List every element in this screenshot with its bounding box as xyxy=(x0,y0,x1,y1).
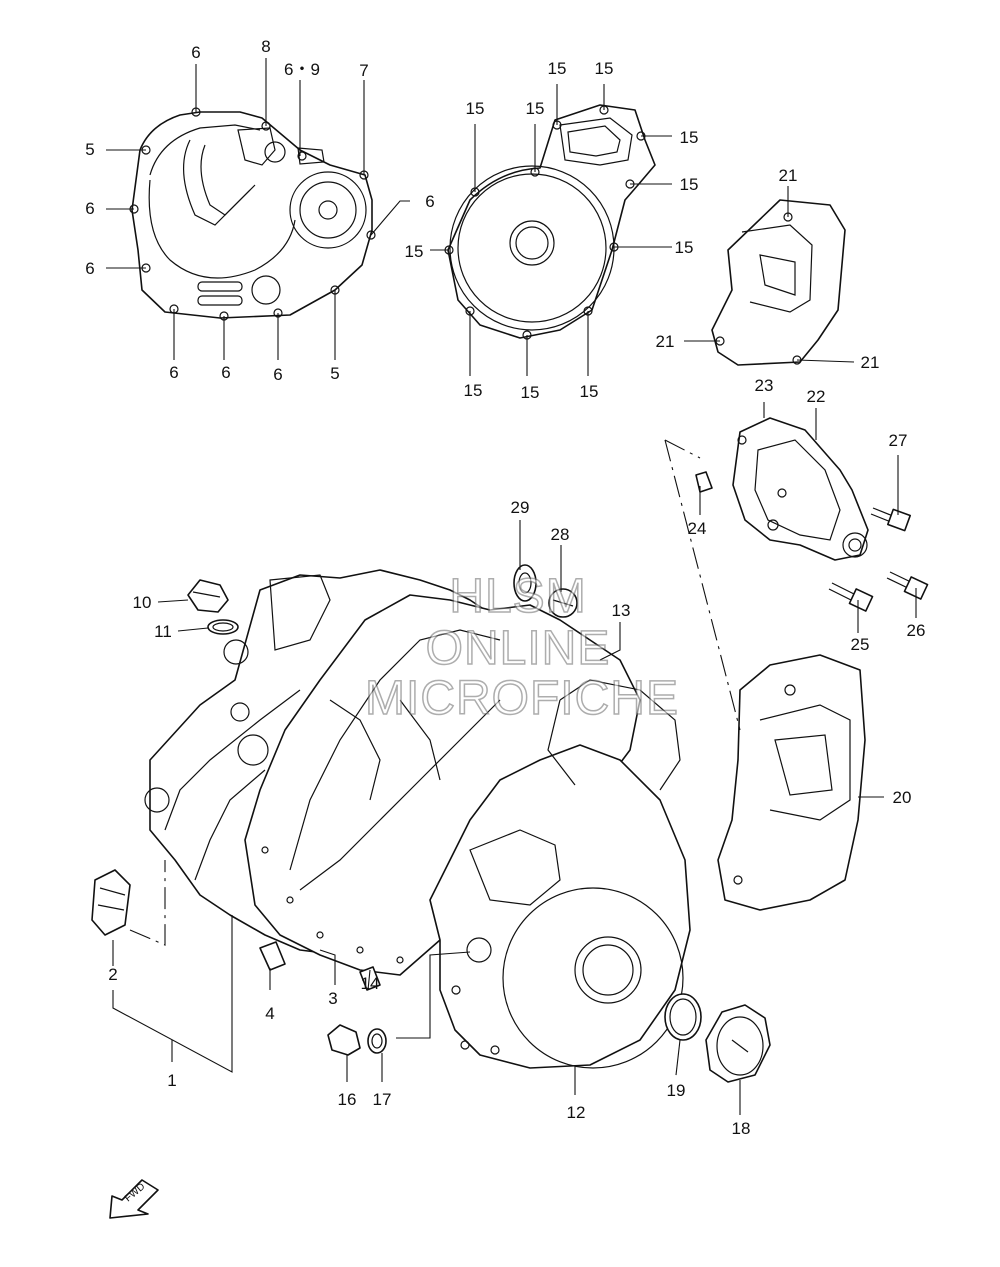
callout-c16: 16 xyxy=(338,1090,357,1109)
dowel-4 xyxy=(259,941,286,971)
dowel-24 xyxy=(695,471,713,493)
watermark-line-3: MICROFICHE xyxy=(365,672,679,725)
callout-c5a: 5 xyxy=(85,140,94,159)
callout-c21c: 21 xyxy=(861,353,880,372)
callout-c28: 28 xyxy=(551,525,570,544)
callout-c20: 20 xyxy=(893,788,912,807)
o-ring-11 xyxy=(207,619,239,635)
washer-17 xyxy=(367,1028,387,1054)
generator-case xyxy=(429,679,691,1069)
callout-c17: 17 xyxy=(373,1090,392,1109)
dowel-14 xyxy=(359,966,381,991)
callout-c15e: 15 xyxy=(680,128,699,147)
callout-c5b: 5 xyxy=(330,364,339,383)
sprocket-cover-lower xyxy=(717,654,866,911)
oil-filler-cap-10 xyxy=(187,579,229,613)
generator-cover xyxy=(444,104,656,340)
o-ring-19 xyxy=(664,993,702,1041)
callout-c6e: 6 xyxy=(169,363,178,382)
leader-lines xyxy=(106,58,917,1115)
callout-c3: 3 xyxy=(328,989,337,1008)
callout-c15b: 15 xyxy=(526,99,545,118)
callout-c6g: 6 xyxy=(273,365,282,384)
callout-c15j: 15 xyxy=(521,383,540,402)
callout-c10: 10 xyxy=(133,593,152,612)
callout-c14: 14 xyxy=(361,974,380,993)
callout-c18: 18 xyxy=(732,1119,751,1138)
callout-c15d: 15 xyxy=(595,59,614,78)
callout-c15f: 15 xyxy=(680,175,699,194)
plug-29 xyxy=(513,564,537,602)
watermark-line-2: ONLINE xyxy=(426,622,611,675)
callout-c25: 25 xyxy=(851,635,870,654)
crankcase-right xyxy=(244,594,641,976)
callout-c2: 2 xyxy=(108,965,117,984)
watermark: HLSM ONLINE MICROFICHE xyxy=(364,569,679,726)
callout-c26: 26 xyxy=(907,621,926,640)
callout-c22: 22 xyxy=(807,387,826,406)
callout-c15c: 15 xyxy=(548,59,567,78)
callout-c27: 27 xyxy=(889,431,908,450)
callout-c6f: 6 xyxy=(221,363,230,382)
callout-c23: 23 xyxy=(755,376,774,395)
callout-c1: 1 xyxy=(167,1071,176,1090)
callout-c4: 4 xyxy=(265,1004,274,1023)
bolt-25 xyxy=(828,582,874,612)
plug-28 xyxy=(548,588,578,618)
watermark-line-1: HLSM xyxy=(449,570,586,623)
callout-c15h: 15 xyxy=(405,242,424,261)
bolt-16 xyxy=(327,1024,361,1056)
callout-c6c: 6 xyxy=(85,259,94,278)
callout-c21a: 21 xyxy=(779,166,798,185)
callout-c15a: 15 xyxy=(466,99,485,118)
callout-c7: 7 xyxy=(359,61,368,80)
callout-c21b: 21 xyxy=(656,332,675,351)
plug-2 xyxy=(91,869,131,936)
callout-c6b: 6 xyxy=(85,199,94,218)
callout-c8: 8 xyxy=(261,37,270,56)
callout-c13: 13 xyxy=(612,601,631,620)
callout-c69: 6・9 xyxy=(284,60,320,79)
gear-position-switch xyxy=(732,417,869,561)
callout-c24: 24 xyxy=(688,519,707,538)
cap-18 xyxy=(705,1004,771,1083)
callout-c12: 12 xyxy=(567,1103,586,1122)
bolt-26 xyxy=(886,571,929,600)
callout-c11: 11 xyxy=(154,622,172,641)
callout-c29: 29 xyxy=(511,498,530,517)
fwd-arrow-icon: FWD xyxy=(109,1179,159,1219)
callout-c15i: 15 xyxy=(464,381,483,400)
clutch-cover xyxy=(129,107,376,321)
callout-c6d: 6 xyxy=(425,192,434,211)
callout-c15k: 15 xyxy=(580,382,599,401)
sprocket-cover-upper xyxy=(711,199,846,366)
bolt-27 xyxy=(870,507,911,532)
callout-c19: 19 xyxy=(667,1081,686,1100)
callout-c15g: 15 xyxy=(675,238,694,257)
callout-c6a: 6 xyxy=(191,43,200,62)
